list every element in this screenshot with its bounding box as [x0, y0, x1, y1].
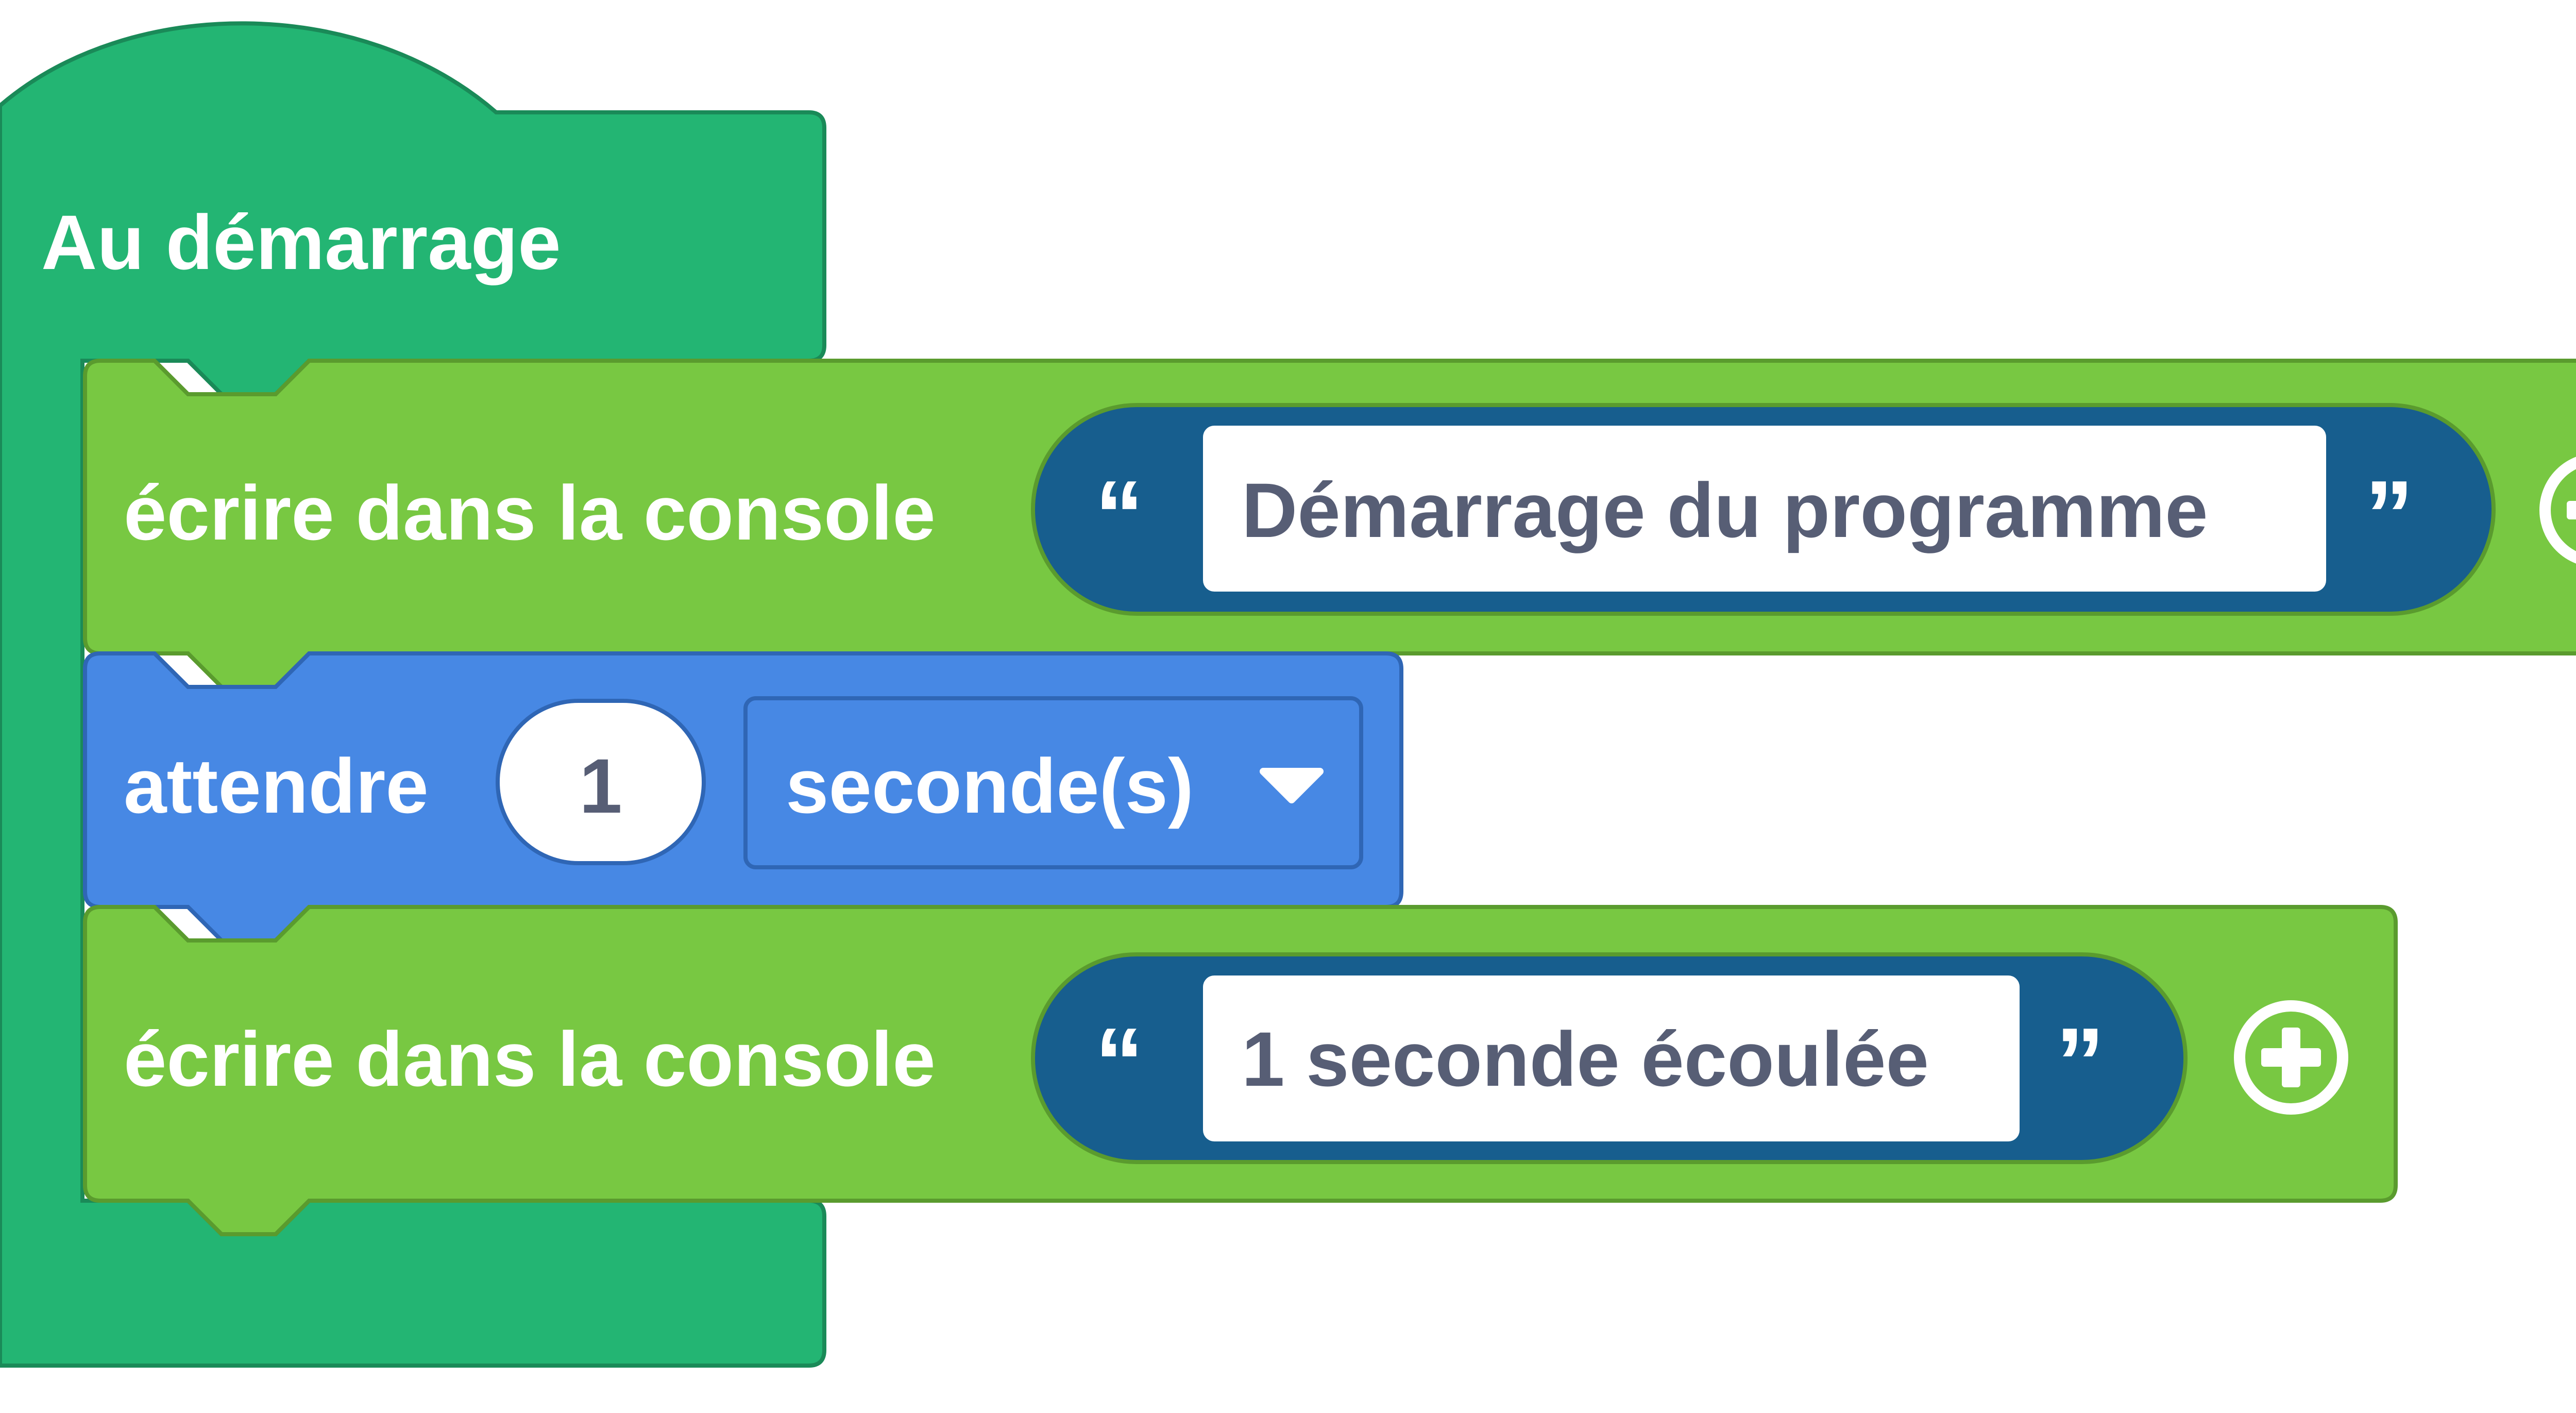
text-field-1[interactable] [1203, 426, 2326, 592]
text-field-2[interactable] [1203, 975, 2020, 1141]
triangle-down-icon [1260, 768, 1324, 803]
unit-dropdown[interactable] [743, 696, 1363, 869]
number-input[interactable] [496, 699, 706, 865]
plus-circle-icon[interactable] [2539, 457, 2576, 564]
plus-circle-icon[interactable] [2234, 1000, 2348, 1115]
